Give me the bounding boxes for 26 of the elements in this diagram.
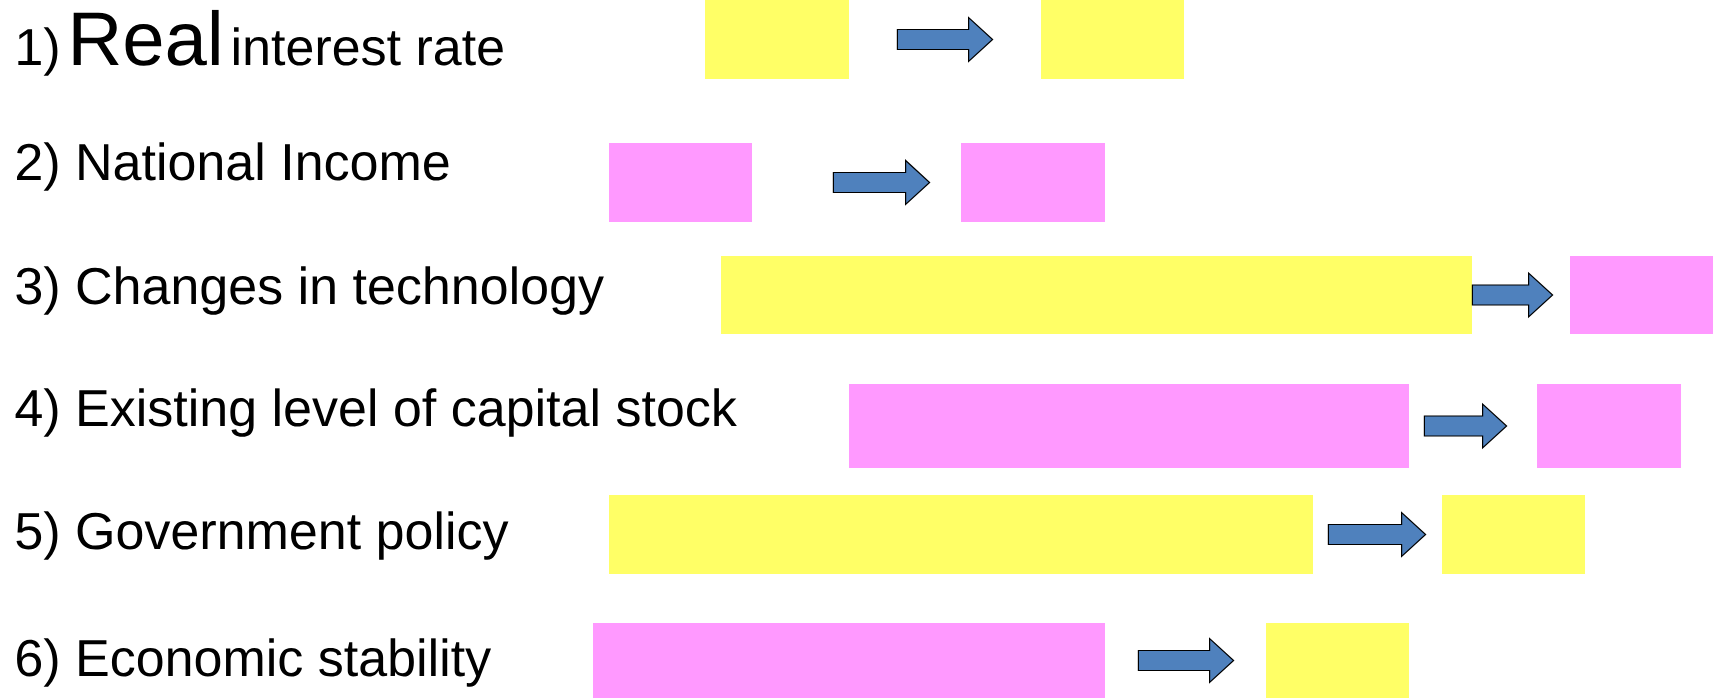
box: [609, 495, 1313, 574]
row-label: 3) Changes in technology: [16, 266, 604, 315]
box: [1041, 0, 1184, 79]
box: [609, 143, 752, 222]
box: [1266, 623, 1409, 698]
block-arrow: [1423, 402, 1508, 450]
block-arrow: [896, 16, 994, 63]
row-label: 6) Economic stability: [17, 638, 492, 687]
row-label: 1): [18, 27, 58, 76]
row-label: 4) Existing level of capital stock: [15, 388, 737, 437]
row-label: Real: [73, 9, 219, 66]
block-arrow: [1327, 511, 1427, 558]
block-arrow: [1471, 271, 1554, 319]
box: [1537, 384, 1681, 468]
box: [593, 623, 1105, 698]
box: [961, 143, 1105, 222]
row-label: 5) Government policy: [16, 511, 509, 560]
row-label: 2) National Income: [17, 142, 449, 191]
box: [705, 0, 849, 79]
block-arrow: [1137, 637, 1235, 684]
box: [849, 384, 1409, 468]
row-label: interest rate: [234, 27, 503, 66]
box: [1442, 495, 1585, 574]
box: [721, 256, 1472, 334]
block-arrow: [832, 159, 931, 206]
box: [1570, 256, 1713, 334]
